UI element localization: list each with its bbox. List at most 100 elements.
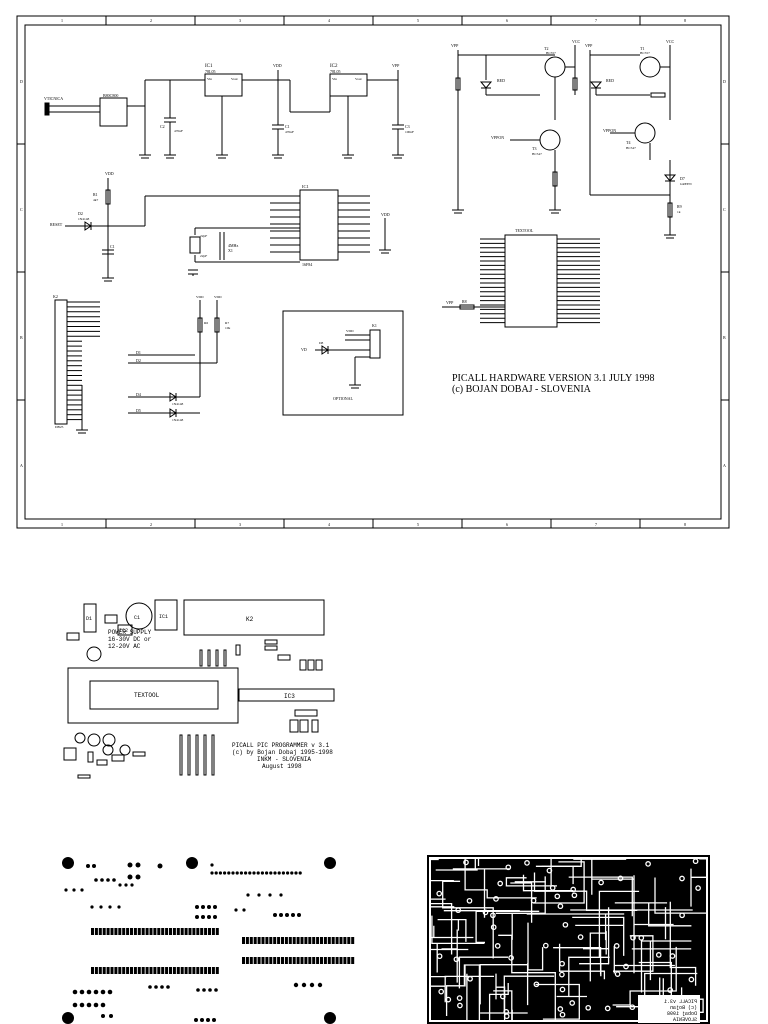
copper-pad [679,875,685,882]
pcb-pad [242,908,246,912]
pcb-pad [227,871,231,875]
svg-text:D2: D2 [78,211,83,216]
svg-text:Vin: Vin [207,77,212,81]
pcb-pad [277,957,281,964]
layout-part-outline [264,639,278,645]
power-supply-dc: 16-30V DC or [108,636,152,643]
svg-text:VCC: VCC [572,39,581,44]
pcb-pad [273,913,277,917]
border-letter-left: B [20,335,23,340]
copper-pad [571,892,578,899]
layout-part-round [119,744,131,756]
pcb-pad [153,928,157,935]
svg-text:C1: C1 [134,615,140,621]
bridge-rectifier [99,97,128,127]
pic-pin-lines [270,195,370,253]
pcb-pad [312,957,316,964]
pcb-pad [208,988,212,992]
layout-part-outline [87,751,94,763]
svg-text:16F84: 16F84 [302,262,312,267]
pcb-pad [257,957,261,964]
textool-outline [67,667,239,724]
border-number-bottom: 4 [328,522,330,527]
svg-text:VCC: VCC [666,39,675,44]
layout-part-round [87,733,101,747]
copper-pad [669,953,676,959]
copper-pad [559,986,566,993]
pcb-pad [161,967,165,974]
pcb-pad [64,888,68,892]
svg-text:K2: K2 [53,294,58,299]
pcb-pad [215,967,219,974]
copper-trace [458,956,508,989]
border-number-bottom: 2 [150,522,152,527]
pcb-pad [109,1014,113,1018]
textool-inner [89,680,219,710]
pcb-pad [331,957,335,964]
pcb-pad [180,928,184,935]
border-letter-left: C [20,207,23,212]
pcb-pad [244,871,248,875]
pcb-pad [308,957,312,964]
copper-pad [577,934,584,940]
pcb-pad [102,928,106,935]
svg-text:VDD: VDD [273,63,282,68]
pcb-pad [169,967,172,974]
pcb-pad [248,871,252,875]
pcb-pad [351,937,355,944]
pcb-pad [249,957,253,964]
copper-pad [559,960,565,967]
pcb-pad [281,937,284,944]
copper-pad [630,934,636,941]
pcb-pad [100,989,106,995]
pcb-pad [80,888,84,892]
pcb-pad [93,1002,99,1008]
schematic-copyright: (c) BOJAN DOBAJ - SLOVENIA [452,384,592,395]
svg-text:T4: T4 [626,140,630,145]
svg-text:IC2: IC2 [330,64,338,69]
copper-pad [617,875,624,882]
svg-text:10k: 10k [225,326,231,330]
pcb-pad [210,871,214,875]
optional-box: K1 VD D8 VDD OPTIONAL [282,310,404,416]
copper-trace [510,881,533,923]
copper-pad [546,867,553,874]
textool-pin-lines [480,238,600,324]
copper-traces [429,857,708,1022]
copper-pad [557,1006,564,1012]
copper-pad [499,993,506,1000]
schematic-title: PICALL HARDWARE VERSION 3.1 JULY 1998 [452,373,655,384]
pcb-pad [94,878,98,882]
pcb-pad [98,928,102,935]
layout-part-outline [96,759,108,766]
pcb-pad [292,957,296,964]
pcb-pad [137,928,141,935]
ic1-ref: IC1 [205,64,213,69]
copper-trace [654,877,707,914]
svg-text:VPP: VPP [585,43,593,48]
pcb-pad [169,928,172,935]
border-number-bottom: 1 [61,522,63,527]
border-letter-left: A [20,463,23,468]
pcb-pad [257,937,261,944]
svg-text:T3: T3 [532,146,536,151]
pcb-pad [301,982,307,988]
layout-part-outline [223,649,227,667]
svg-text:C1: C1 [110,244,115,249]
copper-trace [613,935,654,972]
copper-pad [494,943,501,949]
pcb-pad [215,928,219,935]
copper-pad [490,912,496,919]
pcb-pad [196,988,200,992]
copper-trace [437,918,467,942]
border-letter-right: D [723,79,726,84]
svg-text:VPP: VPP [392,63,400,68]
layout-credit-2: (c) by Bojan Dobaj 1995-1998 [232,749,333,756]
copper-trace [572,916,625,956]
sheet-outer-border [16,15,730,529]
c2-ref: C2 [160,124,165,129]
pcb-pad [72,1002,78,1008]
border-number-top: 4 [328,18,330,23]
pcb-pad [269,957,273,964]
pcb-pad [106,967,110,974]
